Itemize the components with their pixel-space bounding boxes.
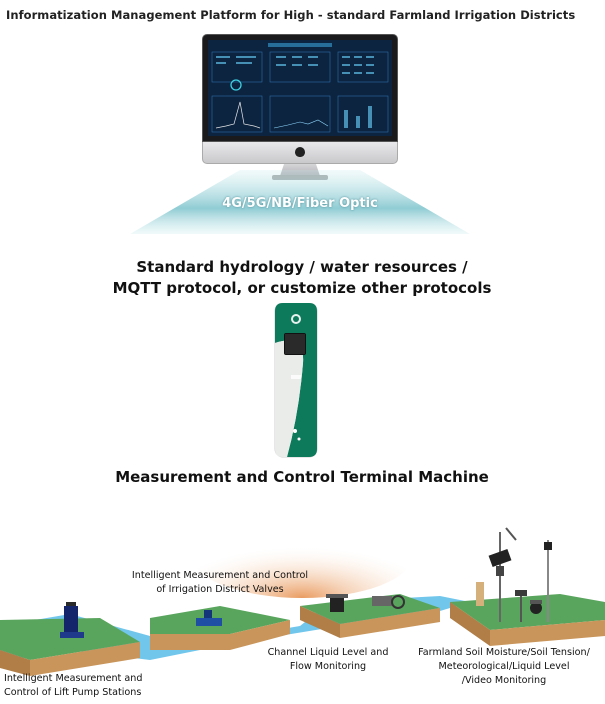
soil-monitoring-field <box>450 594 605 646</box>
irrigation-landscape <box>0 514 605 676</box>
camera-pole-icon <box>544 540 552 622</box>
dashboard-screen <box>208 40 392 136</box>
video-camera-icon <box>530 600 542 614</box>
flow-meter-icon <box>326 594 348 612</box>
terminal-caption: Measurement and Control Terminal Machine <box>115 468 489 486</box>
label-channel: Channel Liquid Level and Flow Monitoring <box>267 647 389 672</box>
terminal-device <box>274 303 318 458</box>
network-beam <box>130 170 470 234</box>
label-pump: Intelligent Measurement and Control of L… <box>4 673 143 698</box>
valve-field <box>150 606 290 650</box>
label-soil: Farmland Soil Moisture/Soil Tension/ Met… <box>418 647 590 686</box>
channel-field <box>300 594 440 638</box>
network-label: 4G/5G/NB/Fiber Optic <box>222 196 378 211</box>
valve-icon <box>196 610 222 626</box>
page-title: Informatization Management Platform for … <box>6 8 576 22</box>
pump-station-field <box>0 618 140 676</box>
monitor-display <box>202 34 398 182</box>
lift-pump-icon <box>60 602 84 638</box>
protocol-line-2: MQTT protocol, or customize other protoc… <box>112 279 492 297</box>
soil-sensor-icon <box>476 582 527 622</box>
apple-logo-icon <box>295 147 305 157</box>
protocol-description: Standard hydrology / water resources / M… <box>60 257 544 299</box>
weather-station-icon <box>488 527 517 622</box>
label-valves: Intelligent Measurement and Control of I… <box>131 570 309 595</box>
protocol-line-1: Standard hydrology / water resources / <box>136 258 468 276</box>
level-gauge-icon <box>372 595 405 609</box>
